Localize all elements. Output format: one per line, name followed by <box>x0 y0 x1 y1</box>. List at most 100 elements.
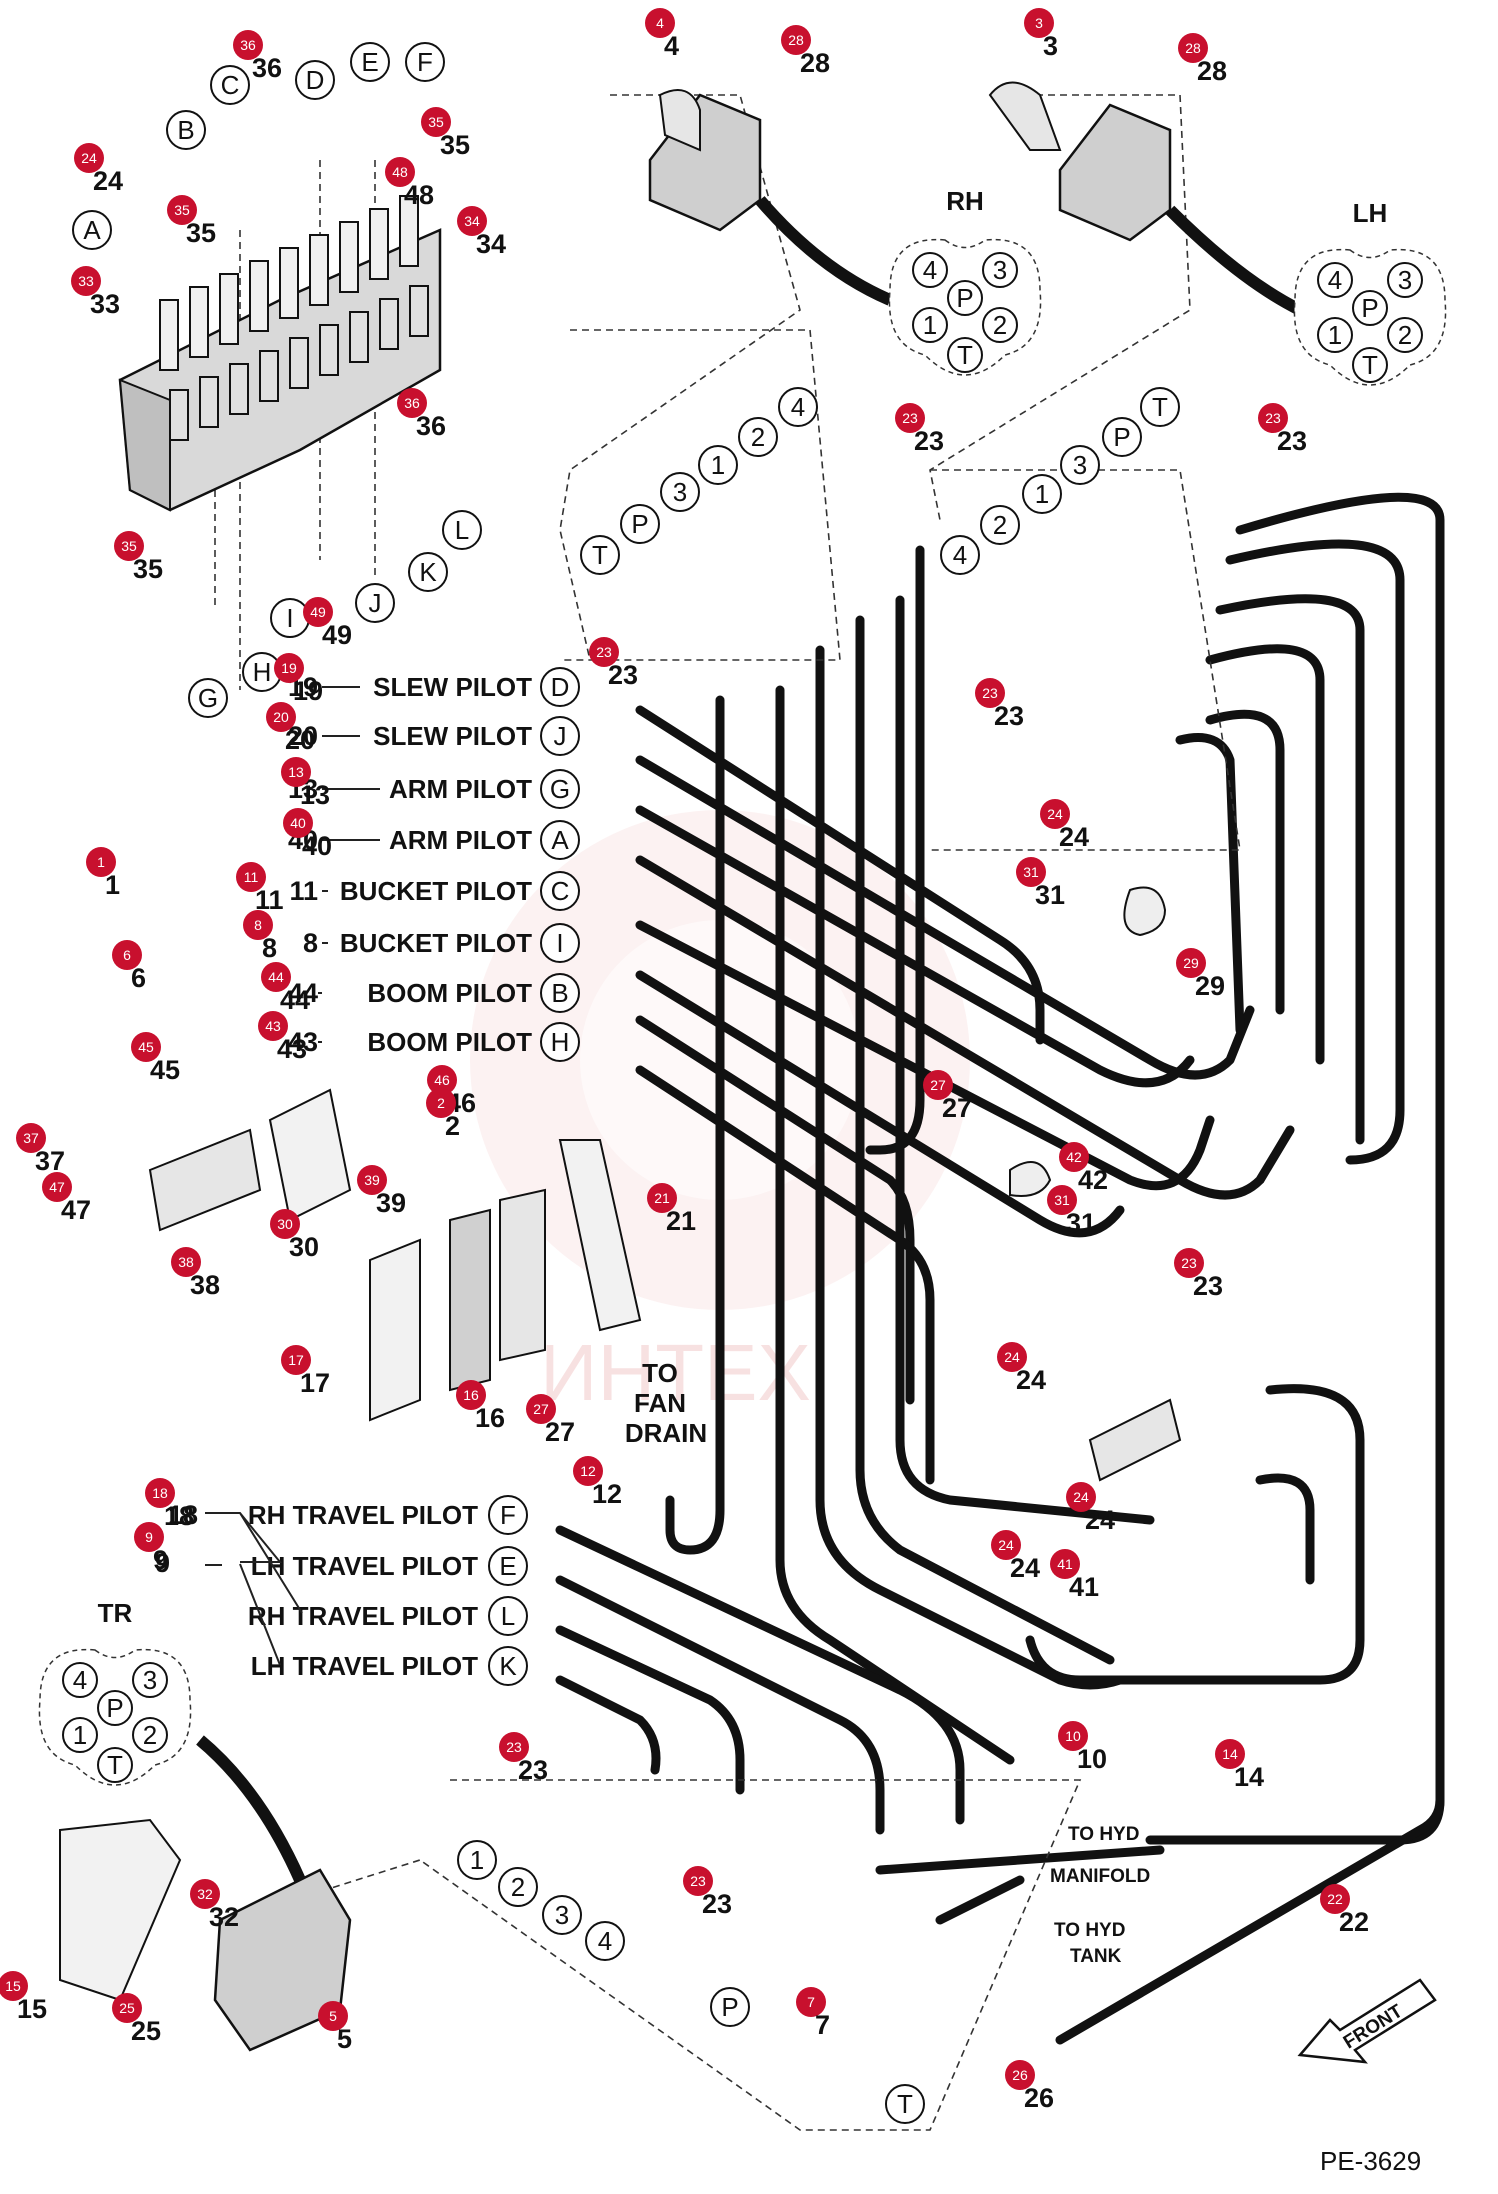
valve-spool-lower <box>229 363 249 415</box>
part-badge-text: 3 <box>1035 15 1043 31</box>
part-badge-text: 38 <box>178 1254 194 1270</box>
part-badge-text: 40 <box>290 815 306 831</box>
part-number-label: 28 <box>1197 56 1227 86</box>
part-number-label: 32 <box>209 1902 239 1932</box>
valve-spool <box>279 247 299 319</box>
valve-port-H: H <box>242 652 282 692</box>
part-badge-text: 24 <box>1004 1349 1020 1365</box>
port-C: C <box>540 871 580 911</box>
part-badge-text: 19 <box>281 660 297 676</box>
part-badge-text: 25 <box>119 2000 135 2016</box>
lh-port-T-text: T <box>1152 392 1168 422</box>
part-number-label: 4 <box>664 31 679 61</box>
rh-port-T-text: T <box>592 540 608 570</box>
part-number-label: 35 <box>133 554 163 584</box>
part-badge-text: 39 <box>364 1172 380 1188</box>
part-badge-5: 55 <box>318 2001 352 2054</box>
part-number-label: 39 <box>376 1188 406 1218</box>
part-number-label: 11 <box>255 885 284 915</box>
tr-port-2: 2 <box>498 1867 538 1907</box>
part-badge-3: 33 <box>1024 8 1058 61</box>
pin-3: 3 <box>143 1665 157 1695</box>
part-badge-text: 43 <box>265 1018 281 1034</box>
part-badge-text: 31 <box>1054 1192 1070 1208</box>
part-number-label: 28 <box>800 48 830 78</box>
part-badge-text: 30 <box>277 1216 293 1232</box>
port-L-text: L <box>501 1601 515 1631</box>
part-badge-text: 46 <box>434 1072 450 1088</box>
port-H: H <box>540 1022 580 1062</box>
part-badge-text: 23 <box>1181 1255 1197 1271</box>
rh-port-2-text: 2 <box>751 422 765 452</box>
hoses <box>555 492 1445 2045</box>
part-number-label: 41 <box>1069 1572 1099 1602</box>
front-arrow: FRONT <box>1297 1978 1437 2064</box>
part-badge-text: 14 <box>1222 1746 1238 1762</box>
lh-port-1: 1 <box>1022 474 1062 514</box>
tr-port-P-text: P <box>721 1992 738 2022</box>
part-badge-text: 9 <box>145 1529 153 1545</box>
part-badge-text: 12 <box>580 1463 596 1479</box>
port-K: K <box>488 1646 528 1686</box>
part-number-label: 24 <box>93 166 123 196</box>
part-badge-text: 36 <box>240 37 256 53</box>
part-badge-text: 23 <box>506 1739 522 1755</box>
part-number-label: 6 <box>131 963 146 993</box>
part-badge-text: 8 <box>254 917 262 933</box>
port-L: L <box>488 1596 528 1636</box>
part-badge-text: 5 <box>329 2008 337 2024</box>
port-I-text: I <box>556 928 563 958</box>
lh-joystick <box>988 81 1303 316</box>
port-K-text: K <box>499 1651 517 1681</box>
part-badge-text: 47 <box>49 1179 65 1195</box>
part-number-label: 20 <box>285 725 315 755</box>
part-number-label: 29 <box>1195 971 1225 1001</box>
pilot-label: SLEW PILOT <box>373 672 532 702</box>
travel-label: LH TRAVEL PILOT <box>251 1651 478 1681</box>
rh-port-4: 4 <box>778 387 818 427</box>
port-F: F <box>488 1495 528 1535</box>
part-badge-text: 48 <box>392 164 408 180</box>
part-number-label: 22 <box>1339 1907 1369 1937</box>
pilot-label: BUCKET PILOT <box>340 876 532 906</box>
part-number-label: 44 <box>280 985 310 1015</box>
rh-port-3: 3 <box>660 472 700 512</box>
port-H-text: H <box>551 1027 570 1057</box>
part-badge-text: 17 <box>288 1352 304 1368</box>
valve-spool <box>249 260 269 332</box>
pilot-part-number: 8 <box>303 928 318 958</box>
part-badge-text: 33 <box>78 273 94 289</box>
valve-spool <box>189 286 209 358</box>
port-C-text: C <box>551 876 570 906</box>
part-number-label: 38 <box>190 1270 220 1300</box>
valve-spool <box>369 208 389 280</box>
rh-port-1: 1 <box>698 445 738 485</box>
tr-port-3-text: 3 <box>555 1900 569 1930</box>
pin-P: P <box>956 283 973 313</box>
part-badge-text: 22 <box>1327 1891 1343 1907</box>
valve-port-A-text: A <box>83 215 101 245</box>
lh-port-T: T <box>1140 387 1180 427</box>
part-badge-4: 44 <box>645 8 679 61</box>
part-badge-text: 24 <box>998 1537 1014 1553</box>
fan-drain-note: TO FAN DRAIN <box>625 1358 707 1448</box>
part-number-label: 30 <box>289 1232 319 1262</box>
travel-label: RH TRAVEL PILOT <box>248 1601 478 1631</box>
part-number-label: 21 <box>666 1206 696 1236</box>
